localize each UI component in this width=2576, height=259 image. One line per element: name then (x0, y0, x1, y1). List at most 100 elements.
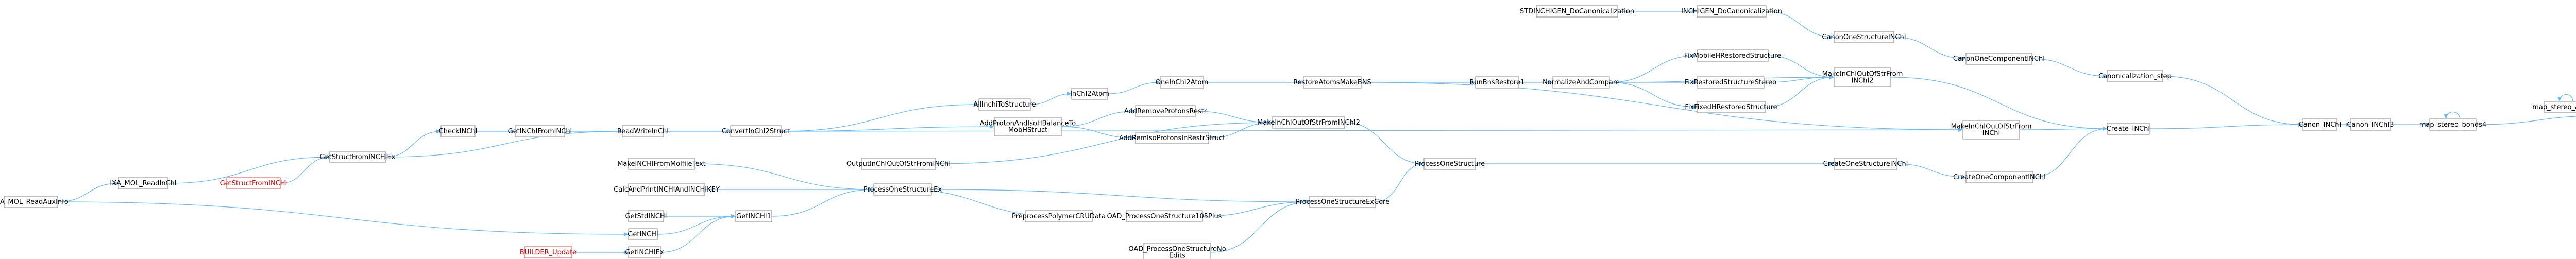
graph-node-map-stereo-atoms4[interactable]: map_stereo_atoms4 (2532, 101, 2576, 113)
graph-node-getstdinchi[interactable]: GetStdINCHI (625, 210, 667, 222)
node-box (515, 125, 565, 137)
node-label: FixRestoredStructureStereo (1685, 79, 1776, 87)
graph-node-normalizeandcompare[interactable]: NormalizeAndCompare (1543, 76, 1620, 89)
node-label: InChI2Atom (1070, 90, 1109, 98)
node-box (2544, 101, 2576, 113)
graph-node-oneinchi2atom[interactable]: OneInChI2Atom (1156, 76, 1208, 89)
call-edge (2032, 127, 2108, 178)
graph-node-canon-inchi3[interactable]: Canon_INChI3 (2347, 118, 2394, 131)
graph-node-outputinchioutofstrfrominchi[interactable]: OutputInChIOutOfStrFromINChI (846, 158, 951, 170)
node-box (226, 177, 281, 189)
node-label: RestoreAtomsMakeBNS (1293, 79, 1371, 87)
graph-node-preprocesspolymercrudata[interactable]: PreprocessPolymerCRUData (1012, 210, 1106, 222)
graph-node-create-inchi[interactable]: Create_INChI (2107, 123, 2150, 135)
graph-node-convertinchi2struct[interactable]: ConvertInChI2Struct (722, 125, 790, 137)
node-label: AddProtonAndIsoHBalanceTo (980, 120, 1076, 128)
call-edge (2019, 127, 2108, 131)
graph-node-getinchifrominchi[interactable]: GetINChIFromINChI (508, 125, 572, 137)
graph-node-readwriteinchi[interactable]: ReadWriteInChI (617, 125, 669, 137)
graph-node-stdinchigen-docanonicalization[interactable]: STDINCHIGEN_DoCanonicalization (1520, 5, 1634, 18)
graph-node-processonestructureex[interactable]: ProcessOneStructureEx (863, 183, 942, 196)
graph-node-makeinchioutofstrfrominchi2b[interactable]: MakeInChIOutOfStrFromINChI2 (1257, 116, 1360, 129)
graph-node-canononecomponentinchi[interactable]: CanonOneComponentINChI (1953, 53, 2045, 65)
call-edge (771, 187, 874, 217)
graph-node-ixa-mol-readauxinfo[interactable]: IXA_MOL_ReadAuxInfo (0, 196, 69, 208)
graph-node-getstructfrominchiex[interactable]: GetStructFromINCHIEx (320, 151, 396, 163)
graph-node-checkinchi[interactable]: CheckINChI (439, 125, 478, 137)
graph-node-oad-processonestructure105plus[interactable]: OAD_ProcessOneStructure105Plus (1107, 210, 1222, 222)
node-box (2429, 118, 2477, 131)
node-layer: CylTreeRemoveLastRankFREeAtomsmap_stereo… (0, 5, 2576, 259)
graph-node-inchigen-docanonicalization[interactable]: INCHIGEN_DoCanonicalization (1681, 5, 1782, 18)
node-box (2302, 118, 2337, 131)
node-box (1834, 67, 1891, 87)
node-label: PreprocessPolymerCRUData (1012, 213, 1106, 220)
graph-node-canon-inchi[interactable]: Canon_INChI (2299, 118, 2342, 131)
node-label: Canonicalization_step (2098, 73, 2172, 80)
graph-node-map-stereo-bonds4[interactable]: map_stereo_bonds4 (2419, 118, 2487, 131)
graph-node-ixa-mol-readinchi[interactable]: IXA_MOL_ReadInChI (110, 177, 177, 189)
graph-node-addremoveprotonsrestr[interactable]: AddRemoveProtonsRestr (1124, 105, 1207, 117)
call-edge (1893, 37, 1967, 61)
graph-node-getinchi1[interactable]: GetINCHI1 (735, 210, 772, 222)
graph-node-runbnsrestore1[interactable]: RunBnsRestore1 (1470, 76, 1524, 89)
graph-node-createonecomponentinchi[interactable]: CreateOneComponentINChI (1953, 171, 2046, 183)
graph-node-canononestructureinchi[interactable]: CanonOneStructureINChI (1822, 31, 1906, 43)
node-box (1552, 76, 1610, 89)
graph-node-addremisoprotonsinrestrstruct[interactable]: AddRemIsoProtonsInRestrStruct (1119, 132, 1225, 144)
node-box (2107, 123, 2150, 135)
node-box (1071, 88, 1108, 100)
graph-node-fixmobilehrestoredstructure[interactable]: FixMobileHRestoredStructure (1684, 49, 1781, 62)
node-box (1475, 76, 1519, 89)
graph-node-builder-update[interactable]: BUILDER_Update (520, 246, 577, 258)
edge-layer (57, 9, 2576, 254)
node-box (1536, 5, 1618, 18)
graph-node-makeinchioutofstrfrominchi2[interactable]: MakeInChIOutOfStrFromINChI2 (1822, 67, 1903, 87)
node-label: GetStructFromINCHIEx (320, 153, 396, 161)
node-box (994, 117, 1062, 136)
graph-node-restoreatomsmakebns[interactable]: RestoreAtomsMakeBNS (1293, 76, 1371, 89)
graph-node-getinchi[interactable]: GetINCHI (628, 228, 658, 240)
graph-node-makeinchifrommolfiletext[interactable]: MakeINCHIFromMolfileText (617, 158, 706, 170)
node-label: NormalizeAndCompare (1543, 79, 1620, 87)
graph-node-fixrestoredstructurestereo[interactable]: FixRestoredStructureStereo (1685, 76, 1776, 89)
graph-node-allinchitostructure[interactable]: AllInchiToStructure (973, 98, 1036, 111)
graph-node-getinchiex[interactable]: GetINCHIEx (625, 246, 664, 258)
graph-node-canonicalization-step[interactable]: Canonicalization_step (2098, 70, 2172, 82)
graph-node-fixfixedhrestoredstructure[interactable]: FixFixedHRestoredStructure (1685, 101, 1777, 113)
node-box (1834, 158, 1897, 170)
graph-node-getstructfrominchi[interactable]: GetStructFromINCHI (220, 177, 287, 189)
node-box (118, 177, 168, 189)
call-edge (1768, 55, 1835, 79)
node-box (2350, 118, 2391, 131)
node-box (1303, 76, 1362, 89)
graph-node-calcandprintinchiandinchikey[interactable]: CalcAndPrintINCHIAndINCHIKEY (614, 183, 720, 196)
node-box (628, 158, 695, 170)
call-edge (694, 163, 874, 192)
node-box (978, 98, 1031, 111)
call-edge (1896, 163, 1967, 179)
graph-node-makeinchioutofstrfrominchi[interactable]: MakeInChIOutOfStrFromINChI (1951, 120, 2032, 140)
node-label: OneInChI2Atom (1156, 79, 1208, 87)
call-edge (1061, 126, 1136, 140)
call-edge (1890, 77, 2108, 131)
graph-node-inchi2atom[interactable]: InChI2Atom (1070, 88, 1109, 100)
graph-node-processonestructure[interactable]: ProcessOneStructure (1415, 158, 1485, 170)
node-box (1697, 5, 1767, 18)
graph-node-processonestructureexcore[interactable]: ProcessOneStructureExCore (1296, 196, 1389, 208)
node-label: ConvertInChI2Struct (722, 128, 790, 135)
node-label: Canon_INChI (2299, 121, 2342, 129)
graph-node-createonestructureinchi[interactable]: CreateOneStructureINChI (1823, 158, 1908, 170)
call-edge (2162, 76, 2303, 127)
call-edge (660, 214, 736, 253)
node-box (1965, 171, 2033, 183)
call-edge (1609, 82, 1698, 109)
node-box (735, 210, 772, 222)
node-box (4, 196, 58, 208)
node-box (628, 210, 664, 222)
node-label: CalcAndPrintINCHIAndINCHIKEY (614, 186, 720, 194)
node-box (1697, 49, 1769, 62)
